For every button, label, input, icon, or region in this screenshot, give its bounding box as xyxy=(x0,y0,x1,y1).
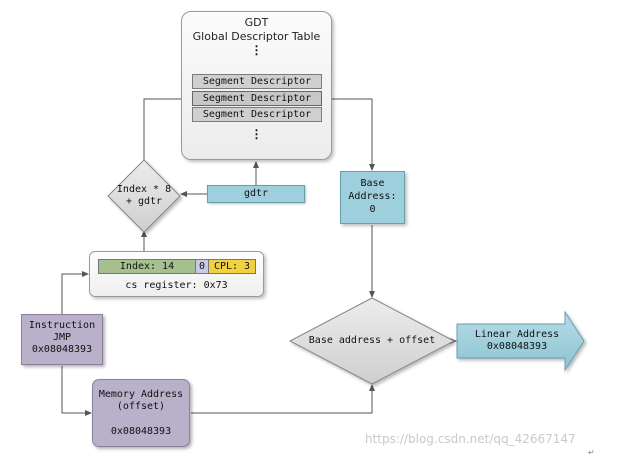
sum-diamond-label: Base address + offset xyxy=(308,335,436,346)
instruction-line2: JMP xyxy=(52,332,72,343)
instruction-line1: Instruction xyxy=(28,320,96,331)
memory-address-box: Memory Address (offset) 0x08048393 xyxy=(92,379,190,447)
instruction-line3: 0x08048393 xyxy=(31,344,93,355)
linear-line1: Linear Address xyxy=(474,329,560,340)
base-address-box: Base Address: 0 xyxy=(340,171,405,224)
memory-line3: 0x08048393 xyxy=(110,426,172,437)
gdtr-register: gdtr xyxy=(207,185,305,203)
memory-line2: (offset) xyxy=(116,401,166,412)
cs-register-caption: cs register: 0x73 xyxy=(125,280,228,291)
gdt-title: GDT xyxy=(244,16,269,29)
cs-index-field: Index: 14 xyxy=(98,259,196,274)
gdt-subtitle: Global Descriptor Table xyxy=(192,30,321,43)
segment-descriptor: Segment Descriptor xyxy=(192,107,322,122)
linear-address-label: Linear Address 0x08048393 xyxy=(458,329,576,353)
index-diamond-line1: Index * 8 xyxy=(116,184,172,195)
segment-descriptor-selected: Segment Descriptor xyxy=(192,91,322,106)
base-line2: Address: xyxy=(348,191,397,202)
watermark: https://blog.csdn.net/qq_42667147 xyxy=(365,432,576,446)
gdt-table: GDT Global Descriptor Table ⋮ Segment De… xyxy=(181,11,332,160)
gdt-dots-bottom: ⋮ xyxy=(250,127,263,141)
arrow-memory-to-sum xyxy=(191,384,375,414)
cs-register: Index: 14 0 CPL: 3 cs register: 0x73 xyxy=(89,251,264,297)
linear-line2: 0x08048393 xyxy=(486,341,548,352)
index-diamond xyxy=(107,159,181,233)
linear-address-arrow xyxy=(456,310,585,372)
gdt-dots-top: ⋮ xyxy=(250,43,263,57)
index-diamond-label: Index * 8 + gdtr xyxy=(108,184,180,208)
arrow-instruction-to-memory xyxy=(61,366,92,416)
segment-descriptor: Segment Descriptor xyxy=(192,74,322,89)
arrow-instruction-to-cs xyxy=(61,271,89,314)
return-mark: ↵ xyxy=(588,448,595,457)
arrow-index-to-descriptor xyxy=(143,96,191,160)
sum-diamond xyxy=(288,297,456,385)
cs-ti-field: 0 xyxy=(195,259,209,274)
cs-cpl-field: CPL: 3 xyxy=(208,259,256,274)
index-diamond-line2: + gdtr xyxy=(125,196,163,207)
memory-line1: Memory Address xyxy=(98,389,184,400)
instruction-box: Instruction JMP 0x08048393 xyxy=(21,314,103,365)
base-line1: Base xyxy=(360,178,385,189)
arrow-descriptor-to-base xyxy=(321,98,375,171)
base-line3: 0 xyxy=(369,204,376,215)
